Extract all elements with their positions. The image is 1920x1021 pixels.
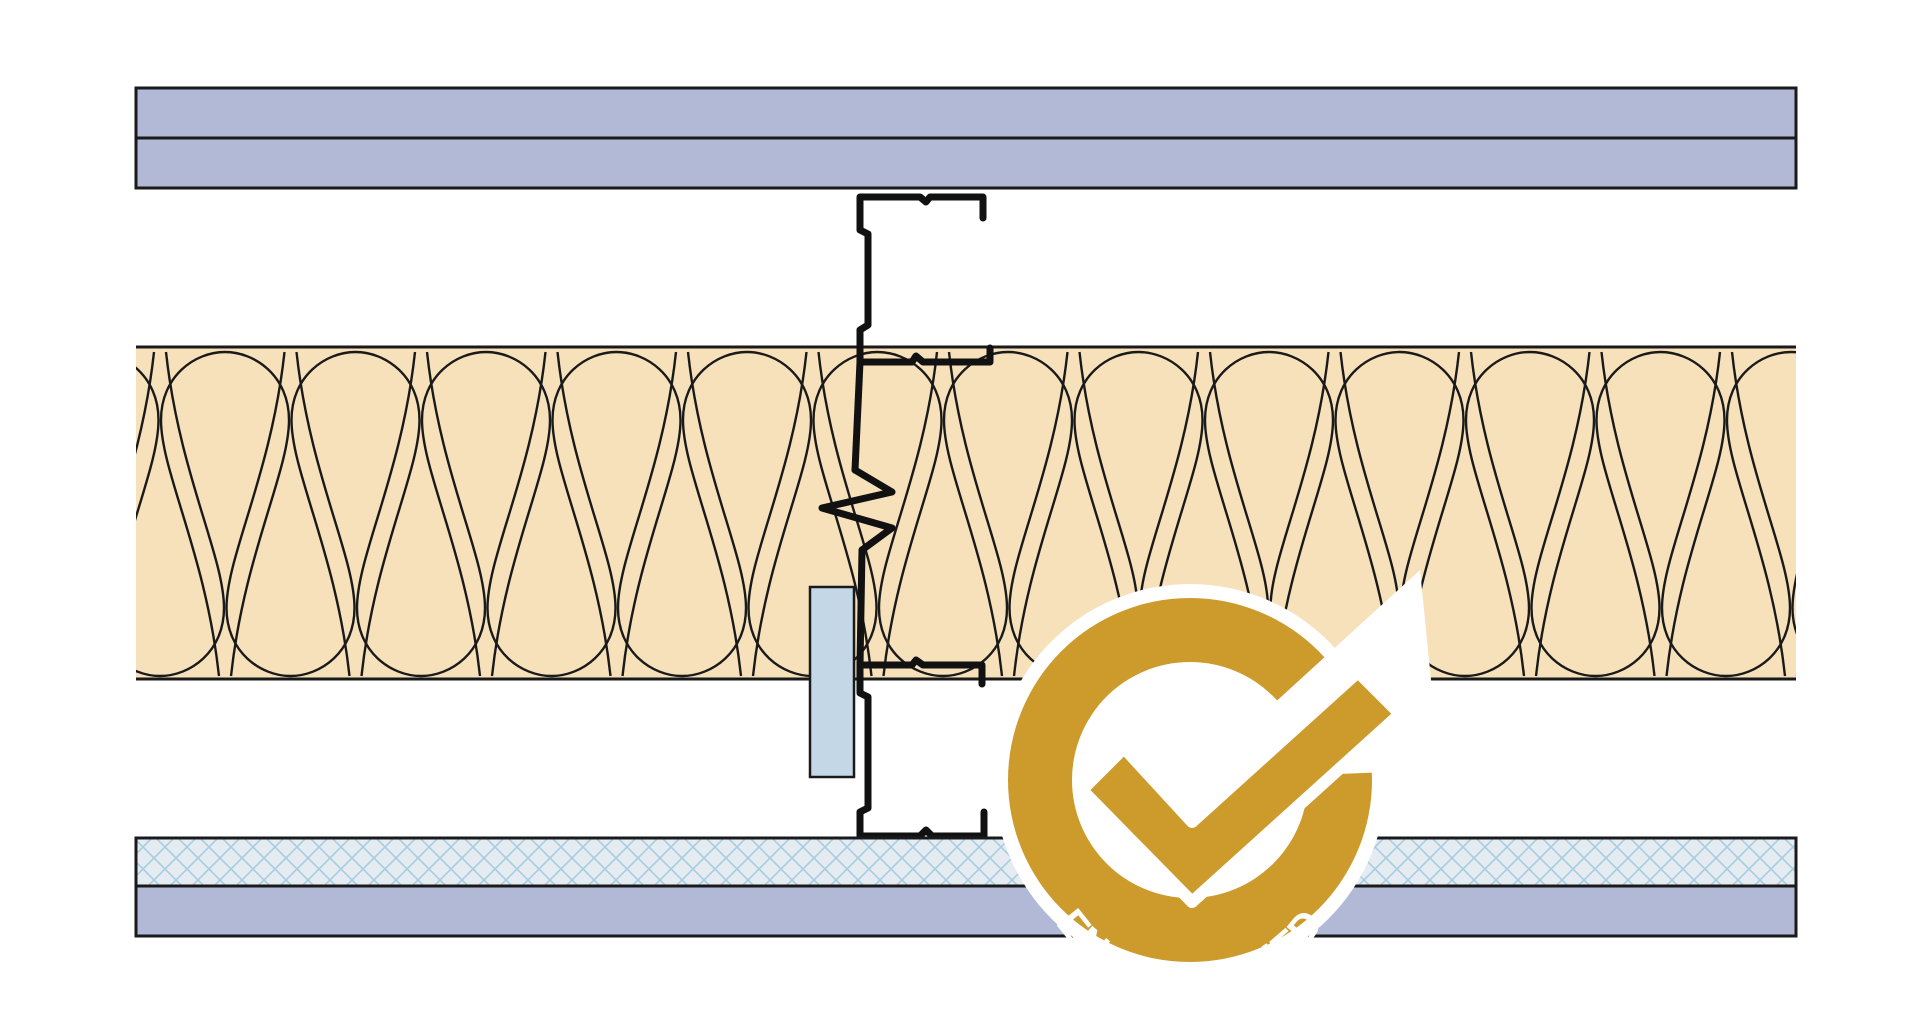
plasterboard-outer [134, 86, 1798, 140]
insulation-fibre-lobe [225, 351, 356, 678]
insulation-fibre-lobe [136, 351, 226, 678]
insulation-fibre-lobe [1595, 350, 1726, 677]
insulation-fibre-lobe [681, 350, 813, 677]
insulation-fibre-lobe [290, 350, 421, 677]
en-classified-badge: EN CLASSIFIED [994, 570, 1440, 1004]
insulation-fibre-lobe [1858, 352, 1920, 676]
insulation-fibre-lobe [1399, 351, 1531, 678]
insulation-fibre-lobe [159, 350, 291, 677]
insulation-fibre-lobe [486, 351, 617, 678]
insulation-fibre-lobe [1073, 350, 1204, 677]
plasterboard-bottom [134, 884, 1798, 938]
insulation-fibre-pattern [0, 350, 1920, 678]
insulation-fibre-lobe [420, 350, 552, 677]
insulation-fibre-lobe [1334, 350, 1465, 677]
insulation-fibre-lobe [616, 351, 748, 678]
resilient-mesh-board [134, 836, 1798, 888]
insulation-fibre-lobe [1203, 350, 1335, 677]
insulation-fibre-lobe [1791, 573, 1796, 635]
insulation-fibre-lobe [1660, 351, 1792, 678]
insulation-fibre-lobe [1530, 351, 1661, 678]
insulation-fibre-lobe [877, 351, 1009, 678]
insulation-fibre-lobe [551, 350, 682, 677]
resilient-pad [808, 585, 856, 779]
plasterboard-inner [134, 136, 1798, 190]
check-mark-icon [1076, 666, 1406, 908]
insulation-fibre-lobe [1464, 350, 1596, 677]
insulation-fibre-lobe [136, 366, 160, 521]
insulation-fibre-lobe [942, 350, 1074, 677]
steel-stud-profile [818, 193, 994, 840]
insulation-fibre-lobe [355, 351, 487, 678]
insulation-fibre-lobe [1725, 350, 1796, 677]
insulation-fibre-lobe [0, 352, 94, 676]
